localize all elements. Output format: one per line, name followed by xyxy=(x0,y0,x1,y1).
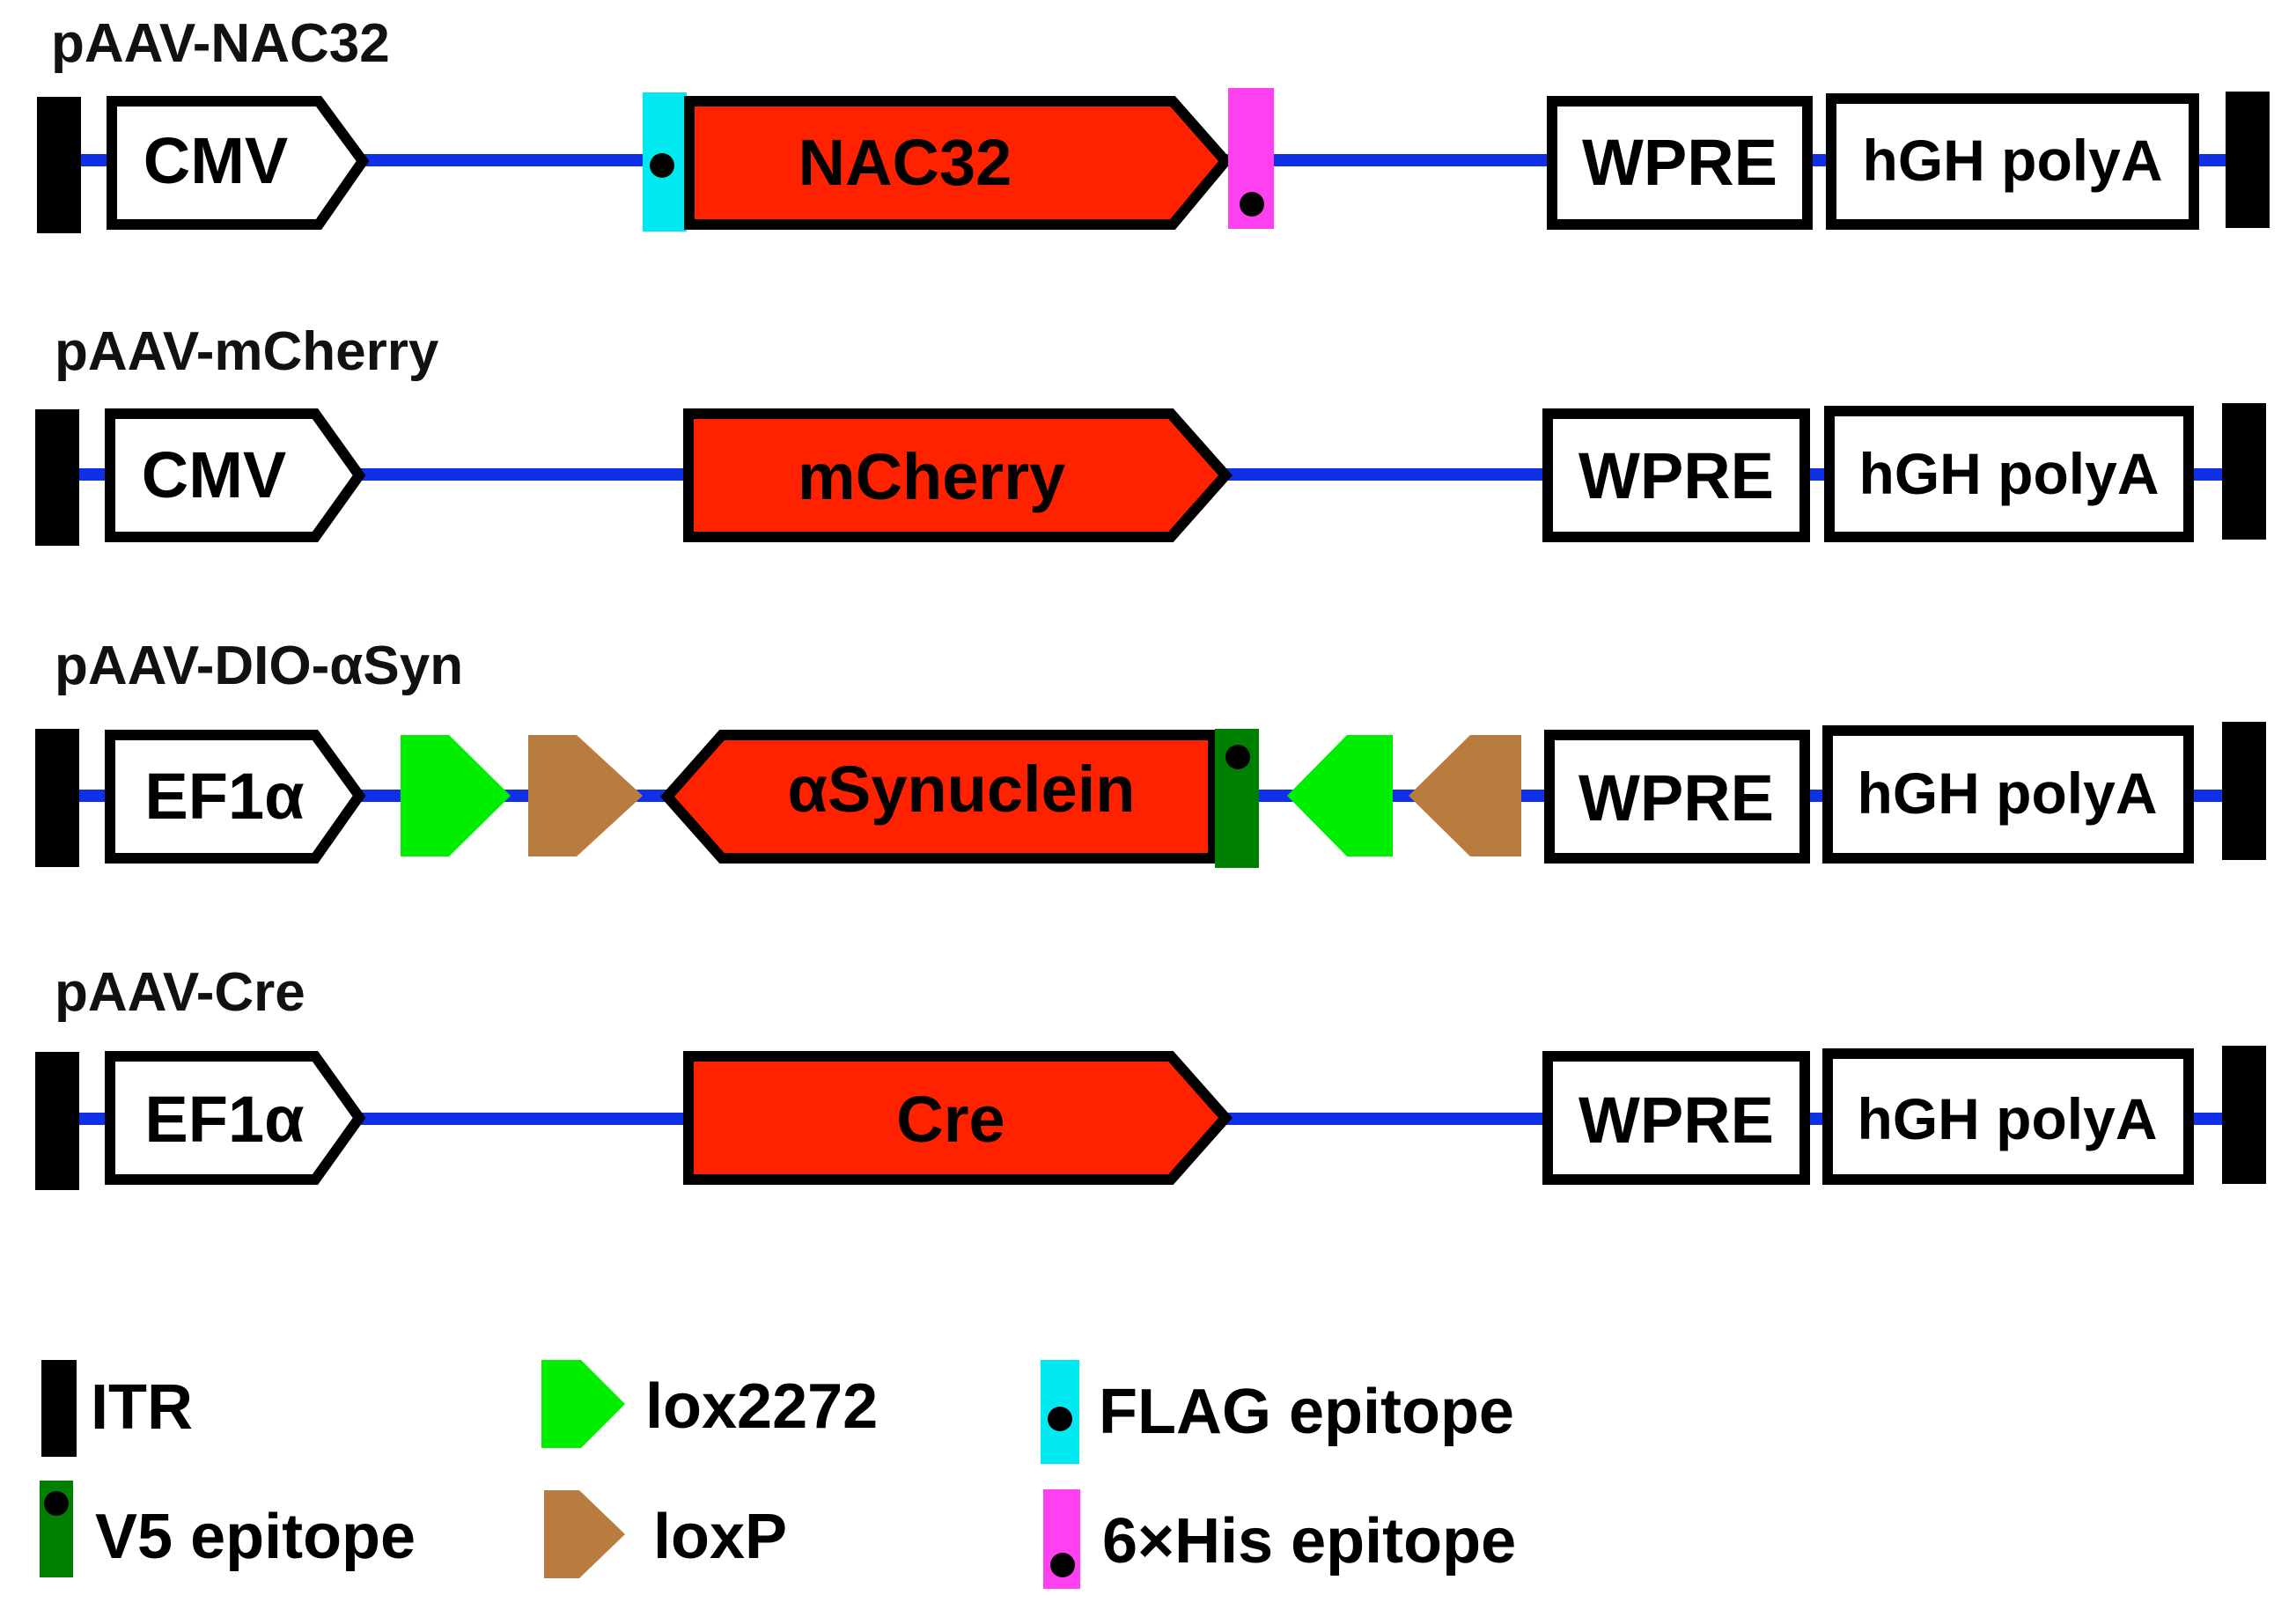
v5-epitope-tag xyxy=(1215,729,1259,868)
construct-nac32: pAAV-NAC32 CMV NAC32 WPRE hGH polyA xyxy=(37,13,2270,233)
loxp-swatch xyxy=(544,1490,625,1578)
polya-block: hGH polyA xyxy=(1822,725,2194,864)
legend-label: 6×His epitope xyxy=(1102,1506,1516,1577)
wpre-block: WPRE xyxy=(1544,730,1810,864)
wpre-block: WPRE xyxy=(1542,1051,1810,1185)
itr-right xyxy=(2222,722,2266,860)
itr-right xyxy=(2222,1046,2266,1184)
gene-label: αSynuclein xyxy=(787,753,1135,826)
legend-label: ITR xyxy=(91,1372,193,1443)
wpre-label: WPRE xyxy=(1582,126,1777,199)
promoter-label: EF1α xyxy=(144,760,304,833)
gene-cds: Cre xyxy=(683,1051,1233,1185)
promoter-block: EF1α xyxy=(105,730,366,864)
polya-block: hGH polyA xyxy=(1824,406,2194,542)
gene-cds: mCherry xyxy=(683,408,1233,542)
his-epitope-tag xyxy=(1228,88,1274,229)
itr-right xyxy=(2226,92,2270,228)
construct-title: pAAV-mCherry xyxy=(55,321,439,382)
polya-block: hGH polyA xyxy=(1826,93,2199,230)
promoter-label: CMV xyxy=(142,438,286,511)
itr-left xyxy=(35,1052,79,1190)
legend-label: loxP xyxy=(653,1502,787,1572)
construct-dio-asyn: pAAV-DIO-αSyn EF1α αSynuclein WPRE hGH p… xyxy=(35,636,2266,868)
legend-label: V5 epitope xyxy=(95,1502,416,1572)
loxp-site-reverse xyxy=(1409,735,1521,856)
wpre-block: WPRE xyxy=(1547,96,1813,230)
polya-label: hGH polyA xyxy=(1863,128,2163,193)
polya-block: hGH polyA xyxy=(1822,1048,2194,1185)
promoter-label: EF1α xyxy=(144,1083,304,1156)
promoter-block: CMV xyxy=(107,96,370,230)
itr-left xyxy=(35,409,79,546)
itr-left xyxy=(37,97,81,233)
legend-item-flag: FLAG epitope xyxy=(1041,1360,1514,1464)
gene-label: NAC32 xyxy=(798,126,1012,199)
itr-swatch xyxy=(41,1360,77,1457)
wpre-label: WPRE xyxy=(1578,1084,1774,1157)
loxp-site xyxy=(528,735,643,856)
legend-label: FLAG epitope xyxy=(1099,1377,1514,1447)
promoter-block: CMV xyxy=(105,408,366,542)
lox2272-site xyxy=(401,735,511,856)
promoter-label: CMV xyxy=(144,124,288,197)
legend-item-his: 6×His epitope xyxy=(1043,1489,1516,1589)
lox2272-swatch xyxy=(541,1360,625,1448)
wpre-label: WPRE xyxy=(1578,761,1774,834)
legend-item-v5: V5 epitope xyxy=(40,1481,416,1577)
lox2272-site-reverse xyxy=(1287,735,1393,856)
wpre-label: WPRE xyxy=(1578,439,1774,512)
legend-item-lox2272: lox2272 xyxy=(541,1360,878,1448)
construct-title: pAAV-DIO-αSyn xyxy=(55,636,463,696)
itr-left xyxy=(35,729,79,867)
wpre-block: WPRE xyxy=(1542,408,1810,542)
gene-cds-inverted: αSynuclein xyxy=(659,730,1218,864)
construct-title: pAAV-Cre xyxy=(55,962,305,1023)
construct-title: pAAV-NAC32 xyxy=(51,13,390,74)
construct-mcherry: pAAV-mCherry CMV mCherry WPRE hGH polyA xyxy=(35,321,2266,546)
polya-label: hGH polyA xyxy=(1858,761,2158,826)
legend-item-loxp: loxP xyxy=(544,1490,787,1578)
gene-label: mCherry xyxy=(798,440,1065,513)
itr-right xyxy=(2222,403,2266,540)
legend-item-itr: ITR xyxy=(41,1360,193,1457)
gene-cds: NAC32 xyxy=(684,96,1233,230)
polya-label: hGH polyA xyxy=(1858,1086,2158,1151)
legend: ITR V5 epitope lox2272 loxP FLAG epitope… xyxy=(40,1360,1516,1589)
gene-label: Cre xyxy=(896,1083,1004,1156)
construct-cre: pAAV-Cre EF1α Cre WPRE hGH polyA xyxy=(35,962,2266,1190)
legend-label: lox2272 xyxy=(645,1371,878,1442)
flag-epitope-tag xyxy=(643,92,687,232)
promoter-block: EF1α xyxy=(105,1051,366,1185)
polya-label: hGH polyA xyxy=(1859,441,2160,506)
